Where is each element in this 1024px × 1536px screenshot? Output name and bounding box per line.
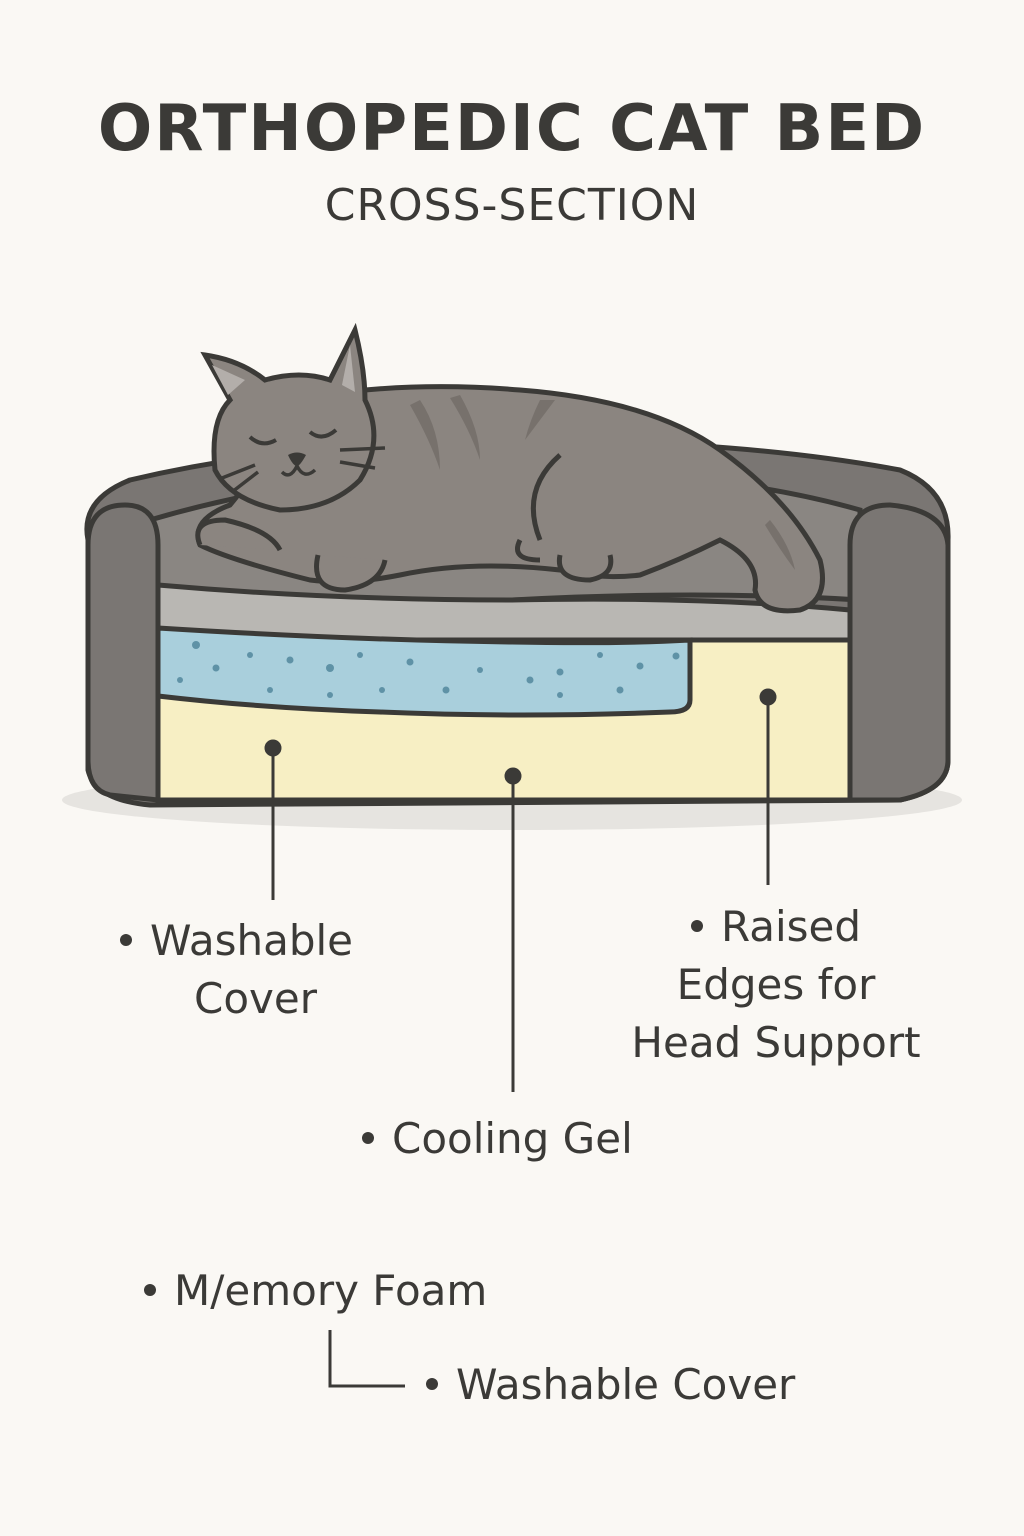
right-bolster — [847, 502, 951, 803]
sleeping-cat — [195, 322, 825, 614]
label-cooling-gel: Cooling Gel — [362, 1110, 633, 1168]
label-memory-foam: M/emory Foam — [144, 1262, 487, 1320]
label-pointers — [264, 688, 777, 1388]
label-washable-cover: Washable Cover — [120, 912, 353, 1028]
bullet-icon — [362, 1131, 374, 1144]
bullet-icon — [690, 919, 703, 932]
label-washable-cover-secondary: Washable Cover — [426, 1356, 795, 1414]
bullet-icon — [426, 1377, 438, 1390]
page-subtitle: CROSS-SECTION — [324, 180, 700, 231]
left-bolster — [85, 502, 161, 803]
cooling-gel-layer — [155, 625, 693, 718]
bullet-icon — [144, 1283, 156, 1296]
gel-dots — [177, 641, 680, 698]
page-title: ORTHOPEDIC CAT BED — [97, 92, 927, 166]
bullet-icon — [120, 933, 132, 946]
label-raised-edges: Raised Edges for Head Support — [631, 902, 921, 1067]
